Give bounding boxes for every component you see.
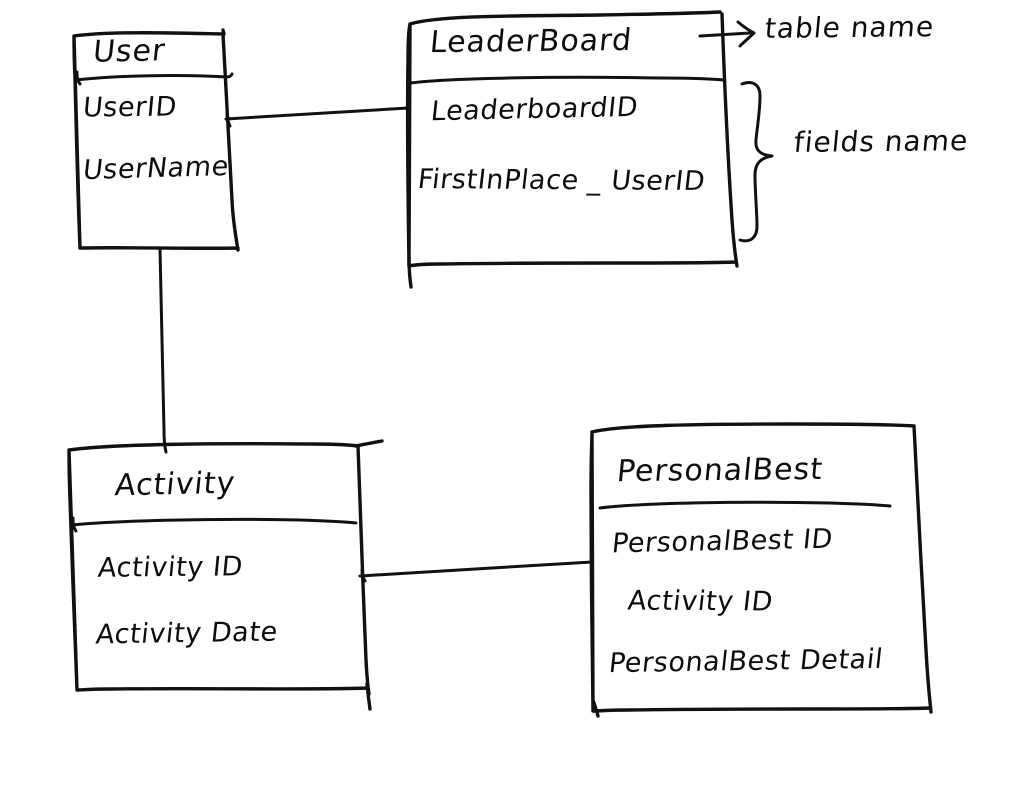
table-activity-field-0: Activity ID <box>96 551 245 584</box>
table-user-title: User <box>91 33 168 70</box>
annotation-fields-name-label: fields name <box>792 124 970 159</box>
table-personalbest-outline <box>589 422 933 714</box>
connector-user-activity[interactable] <box>158 247 168 454</box>
arrow-head-icon <box>736 20 756 48</box>
table-leaderboard-outline <box>405 10 739 268</box>
connector-activity-personalbest[interactable] <box>358 560 594 578</box>
table-leaderboard-shape[interactable] <box>405 10 739 289</box>
table-activity-field-1: Activity Date <box>94 616 280 651</box>
table-activity-header-divider <box>70 517 358 527</box>
table-user-shape[interactable] <box>72 28 240 252</box>
table-activity-right-overshoot <box>365 682 372 711</box>
table-leaderboard-header-divider <box>408 75 726 85</box>
annotation-table-name-label: table name <box>763 10 936 45</box>
table-activity-outline <box>67 441 371 696</box>
annotation-fields-name-brace <box>738 81 774 243</box>
table-leaderboard-field-0: LeaderboardID <box>429 91 640 128</box>
table-personalbest-left-overshoot <box>591 698 600 718</box>
table-user-header-divider <box>74 72 234 82</box>
table-user-outline <box>72 28 240 252</box>
table-user-field-0: UserID <box>81 91 179 124</box>
table-personalbest-field-2: PersonalBest Detail <box>607 643 885 680</box>
connector-user-leaderboard-left-tick <box>225 110 232 128</box>
annotation-table-name-arrow <box>698 20 756 48</box>
table-leaderboard-field-1: FirstInPlace _ UserID <box>416 164 707 197</box>
table-personalbest-title: PersonalBest <box>615 451 825 490</box>
table-personalbest-field-0: PersonalBest ID <box>610 523 835 560</box>
table-activity-title: Activity <box>113 465 238 504</box>
curly-brace-icon <box>738 81 774 243</box>
table-user-header-divider-tick <box>75 70 82 86</box>
table-leaderboard-left-overshoot <box>407 256 413 289</box>
table-leaderboard-title: LeaderBoard <box>428 22 634 61</box>
table-personalbest-field-1: Activity ID <box>626 585 775 618</box>
connector-user-leaderboard[interactable] <box>224 106 410 121</box>
connector-activity-personalbest-tick <box>360 568 367 583</box>
table-personalbest-shape[interactable] <box>589 422 933 718</box>
table-personalbest-header-divider <box>598 500 892 510</box>
table-activity-top-right-flick <box>354 439 384 448</box>
table-activity-shape[interactable] <box>67 439 384 711</box>
arrow-shaft-icon <box>698 31 752 38</box>
table-activity-header-divider-tick <box>71 516 78 533</box>
table-user-field-1: UserName <box>81 150 231 187</box>
